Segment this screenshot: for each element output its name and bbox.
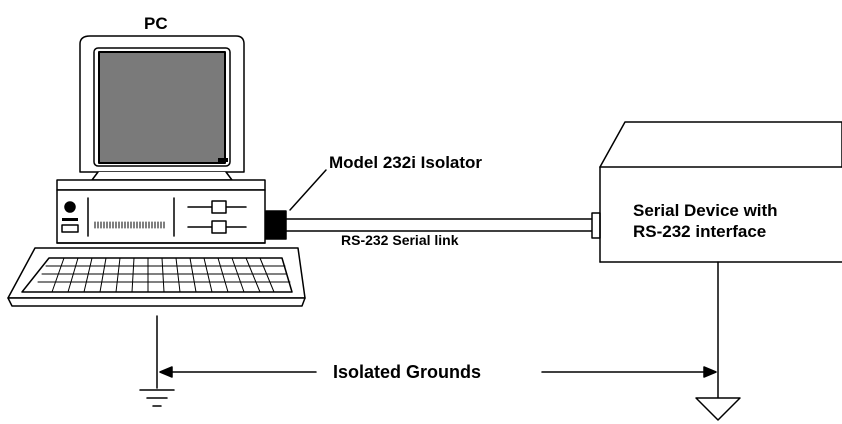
serial-link-label: RS-232 Serial link (341, 232, 459, 248)
isolator-label: Model 232i Isolator (329, 153, 483, 172)
serial-device-label: Serial Device with RS-232 interface (633, 200, 778, 242)
slider-controls-icon (187, 200, 247, 234)
isolator-device (265, 169, 327, 240)
monitor-screen (98, 51, 226, 164)
pc-base-unit (56, 179, 266, 244)
isolator-pointer (289, 169, 327, 211)
ground-triangle-icon (695, 397, 741, 421)
pc-keyboard (7, 247, 306, 307)
ground-symbol-icon (139, 389, 175, 407)
pc-monitor (79, 35, 245, 181)
serial-device-box (599, 121, 842, 263)
cable-connector (591, 212, 601, 239)
drive-slot-icon (94, 221, 165, 229)
device-label-line1: Serial Device with (633, 201, 778, 220)
isolated-grounds-label: Isolated Grounds (333, 362, 482, 382)
monitor-power-led (218, 158, 228, 162)
pc-label: PC (144, 14, 168, 33)
drive-button-icon (64, 201, 76, 213)
device-label-line2: RS-232 interface (633, 222, 767, 241)
